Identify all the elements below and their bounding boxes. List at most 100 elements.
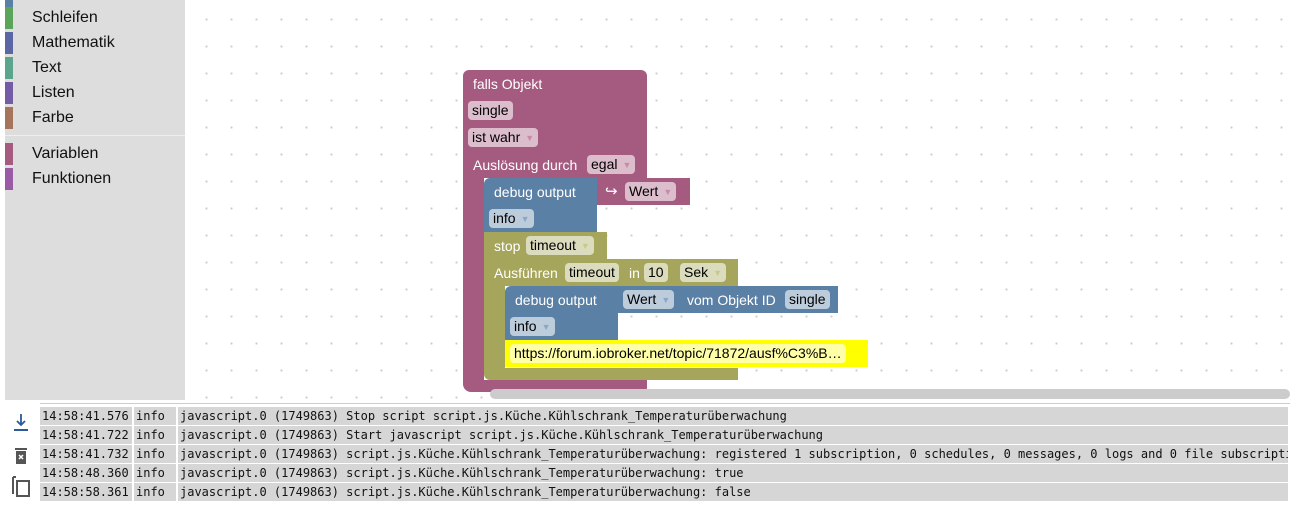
- copy-icon[interactable]: [11, 475, 31, 497]
- category-color-swatch: [5, 57, 13, 79]
- dropdown-arrow-icon: ▼: [525, 133, 535, 143]
- toolbox-item-label: Farbe: [32, 109, 74, 126]
- debug-output-label: debug output: [515, 292, 597, 308]
- debug-output-block-1[interactable]: debug output info ▼: [484, 178, 597, 232]
- delete-icon[interactable]: [11, 445, 31, 467]
- horizontal-scrollbar[interactable]: [490, 389, 1290, 399]
- log-severity: info: [134, 445, 178, 464]
- toolbox-item-listen[interactable]: Listen: [5, 82, 75, 104]
- dropdown-arrow-icon: ▼: [541, 322, 551, 332]
- debug-output-label: debug output: [494, 184, 576, 200]
- get-value-block[interactable]: Wert▼ vom Objekt ID single: [618, 286, 838, 313]
- toolbox-item-label: Variablen: [32, 145, 99, 162]
- log-time: 14:58:41.576: [40, 407, 134, 426]
- timeout-unit-dropdown[interactable]: Sek ▼: [680, 263, 727, 282]
- trigger-title: falls Objekt: [473, 76, 543, 92]
- category-color-swatch: [5, 107, 13, 129]
- debug-level-dropdown[interactable]: info ▼: [489, 209, 534, 228]
- toolbox-item-label: Mathematik: [32, 34, 115, 51]
- trigger-block-spine: [463, 178, 484, 383]
- set-timeout-spine: [484, 286, 505, 370]
- get-value-dropdown[interactable]: Wert▼: [623, 290, 675, 309]
- category-color-swatch: [5, 7, 13, 29]
- log-severity: info: [134, 407, 178, 426]
- log-toolbar: [5, 403, 38, 511]
- value-block[interactable]: ↪ Wert ▼: [597, 178, 690, 205]
- scroll-down-icon[interactable]: [11, 411, 31, 433]
- category-color-swatch: [5, 168, 13, 190]
- unit-value: Sek: [684, 264, 709, 280]
- trigger-by-value: egal: [591, 156, 618, 172]
- set-timeout-block[interactable]: Ausführen timeout in 10 Sek ▼: [484, 259, 738, 286]
- stop-timer-value: timeout: [530, 237, 576, 253]
- toolbox-separator: [5, 135, 185, 136]
- debug-level-value: info: [514, 318, 537, 334]
- log-message: javascript.0 (1749863) script.js.Küche.K…: [178, 445, 1290, 464]
- dropdown-arrow-icon: ▼: [520, 214, 530, 224]
- comment-text[interactable]: https://forum.iobroker.net/topic/71872/a…: [510, 344, 846, 363]
- log-message: javascript.0 (1749863) script.js.Küche.K…: [178, 483, 1290, 502]
- dropdown-arrow-icon: ▼: [580, 241, 590, 251]
- log-time: 14:58:41.722: [40, 426, 134, 445]
- toolbox-item-text[interactable]: Text: [5, 57, 61, 79]
- toolbox-item-label: Schleifen: [32, 9, 98, 26]
- comment-block[interactable]: https://forum.iobroker.net/topic/71872/a…: [505, 340, 868, 367]
- toolbox-item-partial[interactable]: [5, 0, 32, 7]
- category-color-swatch: [5, 32, 13, 54]
- workspace-canvas[interactable]: [185, 0, 1290, 400]
- toolbox-item-label: Text: [32, 59, 62, 76]
- condition-value: ist wahr: [472, 129, 521, 145]
- log-severity: info: [134, 464, 178, 483]
- object-id-field[interactable]: single: [785, 290, 830, 309]
- log-time: 14:58:58.361: [40, 483, 134, 502]
- value-value: Wert: [629, 183, 659, 199]
- stop-label: stop: [494, 238, 521, 254]
- toolbox-item-schleifen[interactable]: Schleifen: [5, 7, 98, 29]
- log-time: 14:58:48.360: [40, 464, 134, 483]
- timeout-name-field[interactable]: timeout: [565, 263, 619, 282]
- log-severity: info: [134, 483, 178, 502]
- log-message: javascript.0 (1749863) Start javascript …: [178, 426, 1290, 445]
- toolbox-item-label: Funktionen: [32, 170, 112, 187]
- log-severity: info: [134, 426, 178, 445]
- dropdown-arrow-icon: ▼: [622, 160, 632, 170]
- of-object-label: vom Objekt ID: [687, 292, 776, 308]
- stop-timeout-block[interactable]: stop timeout ▼: [484, 232, 607, 259]
- log-divider: [40, 403, 1290, 407]
- dropdown-arrow-icon: ▼: [663, 187, 673, 197]
- toolbox-item-mathematik[interactable]: Mathematik: [5, 32, 115, 54]
- log-message: javascript.0 (1749863) Stop script scrip…: [178, 407, 1290, 426]
- trigger-block[interactable]: falls Objekt single ist wahr ▼ Auslösung …: [463, 70, 647, 178]
- debug-level-dropdown[interactable]: info ▼: [510, 317, 555, 336]
- in-label: in: [629, 265, 640, 281]
- log-message: javascript.0 (1749863) script.js.Küche.K…: [178, 464, 1290, 483]
- toolbox-item-variablen[interactable]: Variablen: [5, 143, 98, 165]
- category-color-swatch: [5, 82, 13, 104]
- toolbox-item-farbe[interactable]: Farbe: [5, 107, 74, 129]
- trigger-by-dropdown[interactable]: egal ▼: [587, 155, 636, 174]
- dropdown-arrow-icon: ▼: [713, 268, 723, 278]
- trigger-object-field[interactable]: single: [468, 101, 513, 120]
- debug-level-value: info: [493, 210, 516, 226]
- return-arrow-icon: ↪: [605, 183, 618, 200]
- trigger-by-label: Auslösung durch: [473, 157, 578, 173]
- timeout-amount-field[interactable]: 10: [644, 263, 668, 282]
- debug-output-block-2[interactable]: debug output info ▼: [505, 286, 618, 340]
- log-time: 14:58:41.732: [40, 445, 134, 464]
- value-dropdown[interactable]: Wert ▼: [625, 182, 677, 201]
- stop-timer-dropdown[interactable]: timeout ▼: [526, 236, 594, 255]
- category-color-swatch: [5, 143, 13, 165]
- trigger-condition-dropdown[interactable]: ist wahr ▼: [468, 128, 539, 147]
- toolbox-item-funktionen[interactable]: Funktionen: [5, 168, 111, 190]
- toolbox: Schleifen Mathematik Text Listen Farbe V…: [5, 0, 185, 400]
- execute-label: Ausführen: [494, 265, 558, 281]
- toolbox-item-label: Listen: [32, 84, 75, 101]
- set-timeout-footer: [484, 368, 738, 380]
